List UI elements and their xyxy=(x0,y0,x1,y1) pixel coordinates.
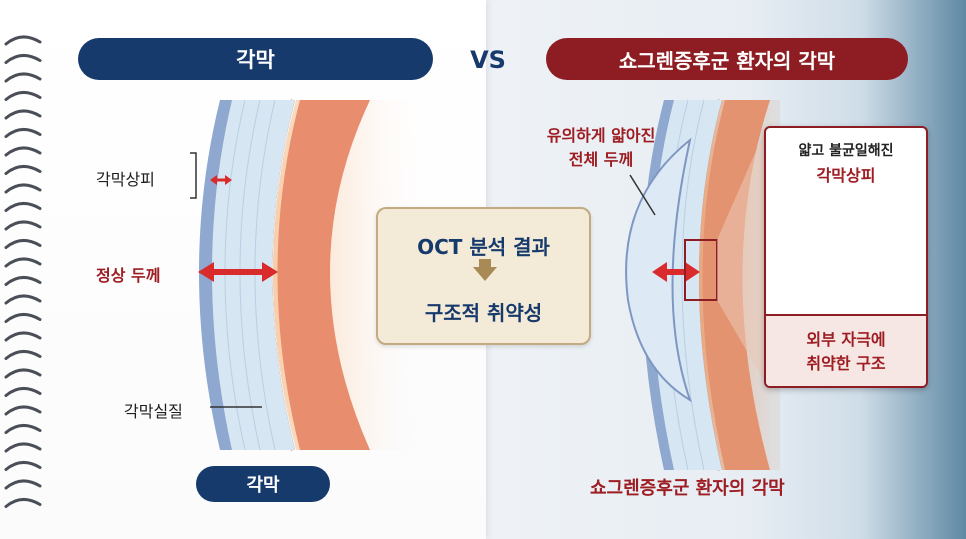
spiral-ring xyxy=(4,368,42,379)
left-endothelium xyxy=(277,100,370,450)
spiral-ring xyxy=(4,387,42,397)
spiral-ring xyxy=(4,257,42,268)
left-title: 각막 xyxy=(236,48,275,72)
oct-result-title: OCT 분석 결과 xyxy=(417,235,550,259)
stroma-label: 각막실질 xyxy=(124,402,183,421)
left-epithelium-arrow xyxy=(210,175,232,185)
normal-thickness-label: 정상 두께 xyxy=(96,266,161,285)
spiral-ring xyxy=(4,276,42,286)
right-thinning-leader xyxy=(629,174,656,216)
spiral-ring xyxy=(4,350,42,360)
oct-result-box: OCT 분석 결과 구조적 취약성 xyxy=(376,207,591,345)
spiral-ring xyxy=(4,461,42,471)
spiral-ring xyxy=(4,331,42,342)
inset-bottom-line1: 외부 자극에 xyxy=(806,330,886,349)
spiral-ring xyxy=(4,313,42,323)
inset-bottom-area xyxy=(766,314,926,386)
left-bottom-label: 각막 xyxy=(246,475,280,496)
spiral-ring xyxy=(4,220,42,231)
spiral-ring xyxy=(4,479,42,490)
right-cornea xyxy=(625,99,780,471)
spiral-ring xyxy=(4,128,42,138)
left-bottom-pill: 각막 xyxy=(196,466,330,502)
inset-bottom-line2: 취약한 구조 xyxy=(806,354,886,373)
inset-title-line1: 얇고 불균일해진 xyxy=(798,143,894,159)
spiral-ring xyxy=(4,405,42,416)
spiral-ring xyxy=(4,35,42,46)
right-zoom-cone xyxy=(717,128,766,384)
right-title-pill: 쇼그렌증후군 환자의 각막 xyxy=(546,38,908,80)
thinning-label-line2: 전체 두께 xyxy=(568,150,634,169)
right-stroma-fiber-2 xyxy=(681,99,705,471)
down-arrow-stem xyxy=(479,259,491,269)
left-thickness-arrow xyxy=(198,262,278,282)
right-bottom-label: 쇼그렌증후군 환자의 각막 xyxy=(590,478,785,499)
spiral-ring xyxy=(4,202,42,212)
right-title: 쇼그렌증후군 환자의 각막 xyxy=(618,48,836,73)
spiral-ring xyxy=(4,424,42,434)
structural-weakness-label: 구조적 취약성 xyxy=(424,301,543,325)
spiral-ring xyxy=(4,498,42,508)
epithelium-label: 각막상피 xyxy=(96,170,155,189)
left-epithelium-bracket xyxy=(190,152,197,199)
vs-label: VS xyxy=(470,46,506,74)
thinning-label-line1: 유의하게 얇아진 xyxy=(546,126,656,145)
spiral-ring xyxy=(4,239,42,249)
left-title-pill: 각막 xyxy=(78,38,433,80)
spiral-ring xyxy=(4,442,42,453)
down-arrow-icon xyxy=(473,267,497,281)
spiral-ring xyxy=(4,165,42,175)
left-cornea xyxy=(190,99,430,451)
spiral-ring xyxy=(4,91,42,101)
spiral-ring xyxy=(4,109,42,120)
spiral-binding xyxy=(4,35,42,508)
spiral-ring xyxy=(4,54,42,64)
spiral-ring xyxy=(4,146,42,157)
spiral-ring xyxy=(4,72,42,83)
spiral-ring xyxy=(4,294,42,305)
left-epithelium xyxy=(199,100,232,450)
spiral-ring xyxy=(4,183,42,194)
epithelium-zoom-inset: 얇고 불균일해진 각막상피 외부 자극에 취약한 구조 xyxy=(764,126,928,388)
inset-title-line2: 각막상피 xyxy=(816,166,876,185)
